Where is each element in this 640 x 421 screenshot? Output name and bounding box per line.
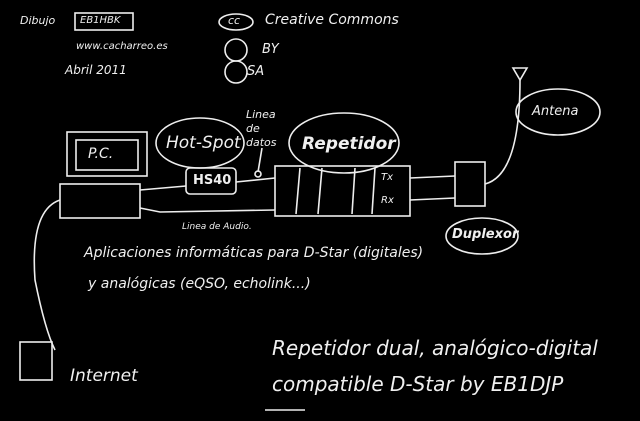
internet-cable xyxy=(33,199,61,351)
data-line-label: Linea de datos xyxy=(246,108,277,149)
internet-label: Internet xyxy=(70,366,138,386)
apps-note-line1: Aplicaciones informáticas para D-Star (d… xyxy=(84,245,424,261)
repeater-label: Repetidor xyxy=(302,134,396,154)
caption-line1: Repetidor dual, analógico-digital xyxy=(272,336,598,360)
tx-label: Tx xyxy=(381,172,394,183)
license-sa: SA xyxy=(247,64,265,79)
audio-cable xyxy=(139,207,276,213)
wall-socket-icon xyxy=(19,341,53,381)
cc-badge: cc xyxy=(228,14,241,27)
data-cable xyxy=(139,177,276,191)
rx-label: Rx xyxy=(381,195,394,206)
apps-note-line2: y analógicas (eQSO, echolink...) xyxy=(88,276,311,292)
duplexer-device xyxy=(454,161,486,207)
sa-icon xyxy=(224,60,248,84)
by-icon xyxy=(224,38,248,62)
duplexer-label: Duplexor xyxy=(452,227,519,242)
caption-line2: compatible D-Star by EB1DJP xyxy=(272,372,564,396)
author-callsign: EB1HBK xyxy=(80,15,121,26)
cc-icon xyxy=(218,13,254,31)
license-by: BY xyxy=(262,42,279,57)
antenna-label: Antena xyxy=(532,104,579,119)
duplexer-bubble xyxy=(445,217,519,255)
pc-case xyxy=(59,183,141,219)
license-title: Creative Commons xyxy=(265,12,399,28)
pc-label: P.C. xyxy=(88,146,114,162)
hs40-device xyxy=(185,167,237,195)
date: Abril 2011 xyxy=(65,63,127,77)
pc-monitor xyxy=(66,131,148,177)
repeater-bubble xyxy=(288,112,400,174)
audio-line-label: Linea de Audio. xyxy=(182,222,252,232)
website: www.cacharreo.es xyxy=(76,41,168,52)
hs40-label: HS40 xyxy=(193,173,232,188)
antenna-icon xyxy=(511,67,529,82)
drawing-label: Dibujo xyxy=(20,14,56,27)
callsign-box xyxy=(74,12,134,31)
repeater-device xyxy=(274,165,411,217)
hotspot-label: Hot-Spot xyxy=(166,133,241,153)
antenna-bubble xyxy=(515,88,601,136)
